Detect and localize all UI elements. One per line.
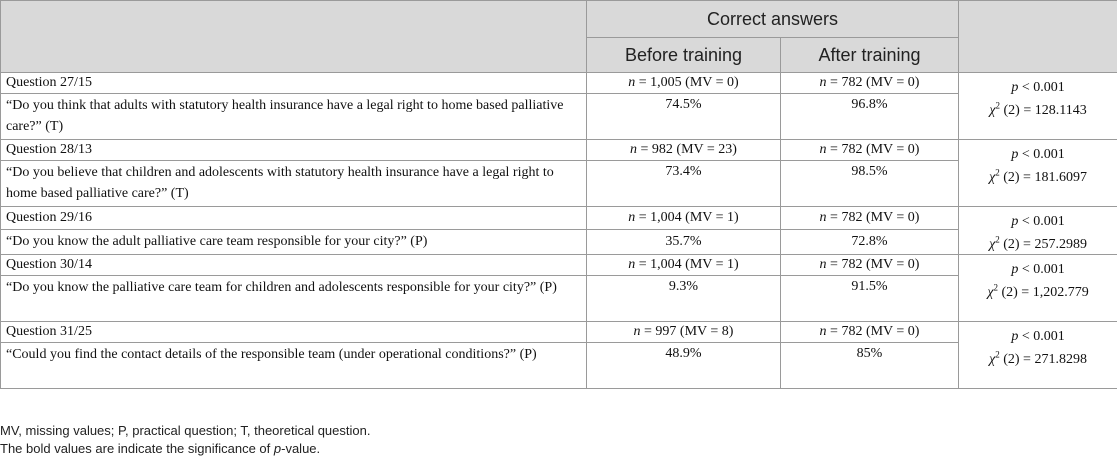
header-row-sub: Before training After training: [1, 37, 1117, 73]
before-percentage: 9.3%: [586, 275, 781, 322]
header-row-group: Correct answers: [0, 0, 1117, 73]
chi-square-value: (2) = 271.8298: [1003, 352, 1087, 367]
chi-square-value: (2) = 181.6097: [1003, 170, 1087, 185]
before-percentage: 35.7%: [586, 229, 781, 255]
chi-square-value: (2) = 257.2989: [1003, 237, 1087, 252]
significance-cell: p < 0.001 χ2 (2) = 257.2989: [958, 206, 1117, 255]
chi-symbol: χ: [989, 103, 996, 118]
question-text: “Do you think that adults with statutory…: [0, 93, 587, 140]
p-value: p < 0.001: [1011, 147, 1065, 162]
table-row: “Do you believe that children and adoles…: [0, 160, 1117, 207]
before-n-value: n = 997 (MV = 8): [586, 321, 781, 343]
after-percentage: 72.8%: [779, 229, 960, 255]
chi-square-line: χ2 (2) = 271.8298: [959, 350, 1117, 369]
significance-cell: p < 0.001 χ2 (2) = 181.6097: [958, 139, 1117, 207]
header-after-training: After training: [779, 37, 960, 73]
table-row: “Do you think that adults with statutory…: [0, 93, 1117, 140]
after-n-value: n = 782 (MV = 0): [779, 205, 960, 231]
before-n-value: n = 1,004 (MV = 1): [586, 254, 781, 276]
results-table: Correct answers Before training After tr…: [0, 0, 1117, 389]
p-value: p < 0.001: [1011, 214, 1065, 229]
chi-square-line: χ2 (2) = 257.2989: [959, 235, 1117, 254]
question-text: “Do you believe that children and adoles…: [0, 160, 587, 207]
chi-superscript: 2: [995, 234, 1000, 245]
chi-square-line: χ2 (2) = 1,202.779: [959, 283, 1117, 302]
chi-superscript: 2: [995, 100, 1001, 111]
chi-superscript: 2: [995, 349, 1000, 360]
question-id: Question 31/25: [0, 321, 587, 343]
chi-square-line: χ2 (2) = 181.6097: [959, 168, 1117, 187]
footnote-bold-note: The bold values are indicate the signifi…: [0, 441, 320, 456]
table-row: “Do you know the adult palliative care t…: [0, 229, 1117, 255]
footnote-bold-prefix: The bold values are indicate the signifi…: [0, 441, 274, 456]
chi-symbol: χ: [989, 352, 996, 367]
question-id: Question 30/14: [0, 254, 587, 276]
chi-symbol: χ: [987, 285, 994, 300]
header-blank-stats: [958, 0, 1117, 73]
chi-symbol: χ: [989, 237, 996, 252]
chi-square-line: χ2 (2) = 128.1143: [959, 101, 1117, 120]
chi-superscript: 2: [995, 167, 1000, 178]
before-percentage: 48.9%: [586, 342, 781, 389]
after-n-value: n = 782 (MV = 0): [779, 321, 960, 343]
before-n-value: n = 1,004 (MV = 1): [586, 205, 781, 231]
chi-square-value: (2) = 128.1143: [1003, 103, 1087, 118]
table-row: “Could you find the contact details of t…: [0, 342, 1117, 389]
after-n-value: n = 782 (MV = 0): [779, 139, 960, 161]
chi-symbol: χ: [989, 170, 996, 185]
p-value: p < 0.001: [1011, 262, 1065, 277]
significance-cell: p < 0.001 χ2 (2) = 271.8298: [958, 321, 1117, 389]
chi-superscript: 2: [993, 282, 998, 293]
after-n-value: n = 782 (MV = 0): [779, 254, 960, 276]
header-blank-question: [0, 0, 587, 73]
question-id: Question 27/15: [0, 72, 587, 94]
header-before-training: Before training: [586, 37, 781, 73]
question-text: “Could you find the contact details of t…: [0, 342, 587, 389]
footnote-bold-italic: p: [273, 441, 282, 456]
chi-square-value: (2) = 1,202.779: [1001, 285, 1089, 300]
question-id: Question 29/16: [0, 205, 587, 231]
footnote-abbreviations: MV, missing values; P, practical questio…: [0, 423, 371, 438]
before-percentage: 73.4%: [586, 160, 781, 207]
question-text: “Do you know the adult palliative care t…: [0, 229, 587, 255]
significance-cell: p < 0.001 χ2 (2) = 1,202.779: [958, 254, 1117, 322]
before-percentage: 74.5%: [586, 93, 781, 140]
after-percentage: 98.5%: [779, 160, 960, 207]
footnote-bold-suffix: -value.: [281, 441, 321, 456]
after-percentage: 91.5%: [779, 275, 960, 322]
after-percentage: 85%: [779, 342, 960, 389]
question-id: Question 28/13: [0, 139, 587, 161]
p-value: p < 0.001: [1011, 80, 1065, 95]
table-row: “Do you know the palliative care team fo…: [0, 275, 1117, 322]
before-n-value: n = 982 (MV = 23): [586, 139, 781, 161]
after-percentage: 96.8%: [779, 93, 960, 140]
significance-cell: p < 0.001 χ2 (2) = 128.1143: [958, 72, 1117, 140]
p-value: p < 0.001: [1011, 329, 1065, 344]
question-text: “Do you know the palliative care team fo…: [0, 275, 587, 322]
header-correct-answers: Correct answers: [585, 0, 960, 38]
before-n-value: n = 1,005 (MV = 0): [586, 72, 781, 94]
after-n-value: n = 782 (MV = 0): [779, 72, 960, 94]
